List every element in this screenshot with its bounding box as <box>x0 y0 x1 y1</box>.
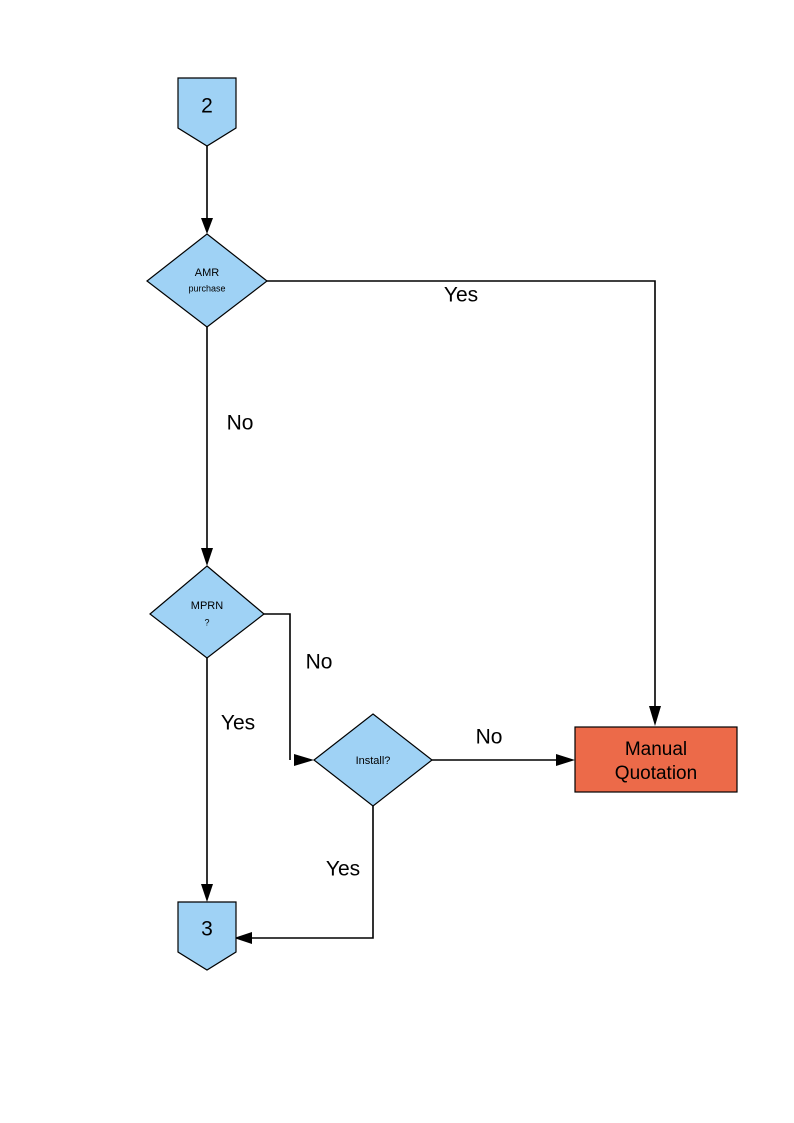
node-connector-end[interactable]: 3 <box>177 901 237 971</box>
connector-start-shape[interactable] <box>177 77 237 147</box>
decision-amr-shape[interactable] <box>146 233 268 328</box>
edge-start-to-amr <box>201 145 213 234</box>
edge-label-install-yes: Yes <box>326 858 360 881</box>
node-process-manual-quotation[interactable]: Manual Quotation <box>574 726 738 793</box>
edge-label-mprn-yes: Yes <box>221 712 255 735</box>
edge-amr-yes-to-manual: Yes <box>267 280 661 726</box>
edge-mprn-no-to-install: No <box>264 613 333 766</box>
edge-label-install-no: No <box>476 726 503 749</box>
node-decision-mprn[interactable]: MPRN ? <box>149 565 265 659</box>
decision-mprn-line2: ? <box>204 617 209 627</box>
manual-quotation-shape[interactable] <box>574 726 738 793</box>
node-decision-amr[interactable]: AMR purchase <box>146 233 268 328</box>
arrow-head-install-yes-to-end <box>234 932 252 944</box>
node-decision-install[interactable]: Install? <box>313 713 433 807</box>
manual-quotation-line2: Quotation <box>615 763 697 784</box>
edge-mprn-yes-to-end: Yes <box>201 657 255 902</box>
edge-install-no-to-manual: No <box>432 726 575 766</box>
edge-label-amr-no: No <box>227 412 254 435</box>
decision-mprn-shape[interactable] <box>149 565 265 659</box>
edge-line-amr-yes-to-manual <box>267 280 656 708</box>
decision-mprn-line1: MPRN <box>191 600 223 612</box>
connector-end-shape[interactable] <box>177 901 237 971</box>
arrow-head-mprn-no-to-install <box>294 754 314 766</box>
edge-amr-no-to-mprn: No <box>201 326 253 566</box>
arrow-head-amr-no-to-mprn <box>201 548 213 566</box>
decision-amr-line1: AMR <box>195 267 220 279</box>
edge-layer: Yes No No Yes <box>201 145 661 944</box>
edge-line-mprn-no-to-install <box>264 613 291 760</box>
edge-line-install-yes-to-end <box>248 806 374 939</box>
decision-install-label: Install? <box>356 755 391 767</box>
decision-amr-line2: purchase <box>188 283 225 293</box>
connector-end-label: 3 <box>201 918 213 941</box>
decision-install-shape[interactable] <box>313 713 433 807</box>
arrow-head-install-no-to-manual <box>556 754 575 766</box>
edge-label-mprn-no: No <box>306 651 333 674</box>
connector-start-label: 2 <box>201 95 213 118</box>
edge-install-yes-to-end: Yes <box>234 806 374 944</box>
node-connector-start[interactable]: 2 <box>177 77 237 147</box>
arrow-head-start-to-amr <box>201 218 213 234</box>
manual-quotation-line1: Manual <box>625 739 687 760</box>
node-layer: 2 AMR purchase MPRN ? Install? <box>146 77 738 971</box>
arrow-head-mprn-yes-to-end <box>201 884 213 902</box>
arrow-head-amr-yes-to-manual <box>649 706 661 726</box>
edge-label-amr-yes: Yes <box>444 284 478 307</box>
